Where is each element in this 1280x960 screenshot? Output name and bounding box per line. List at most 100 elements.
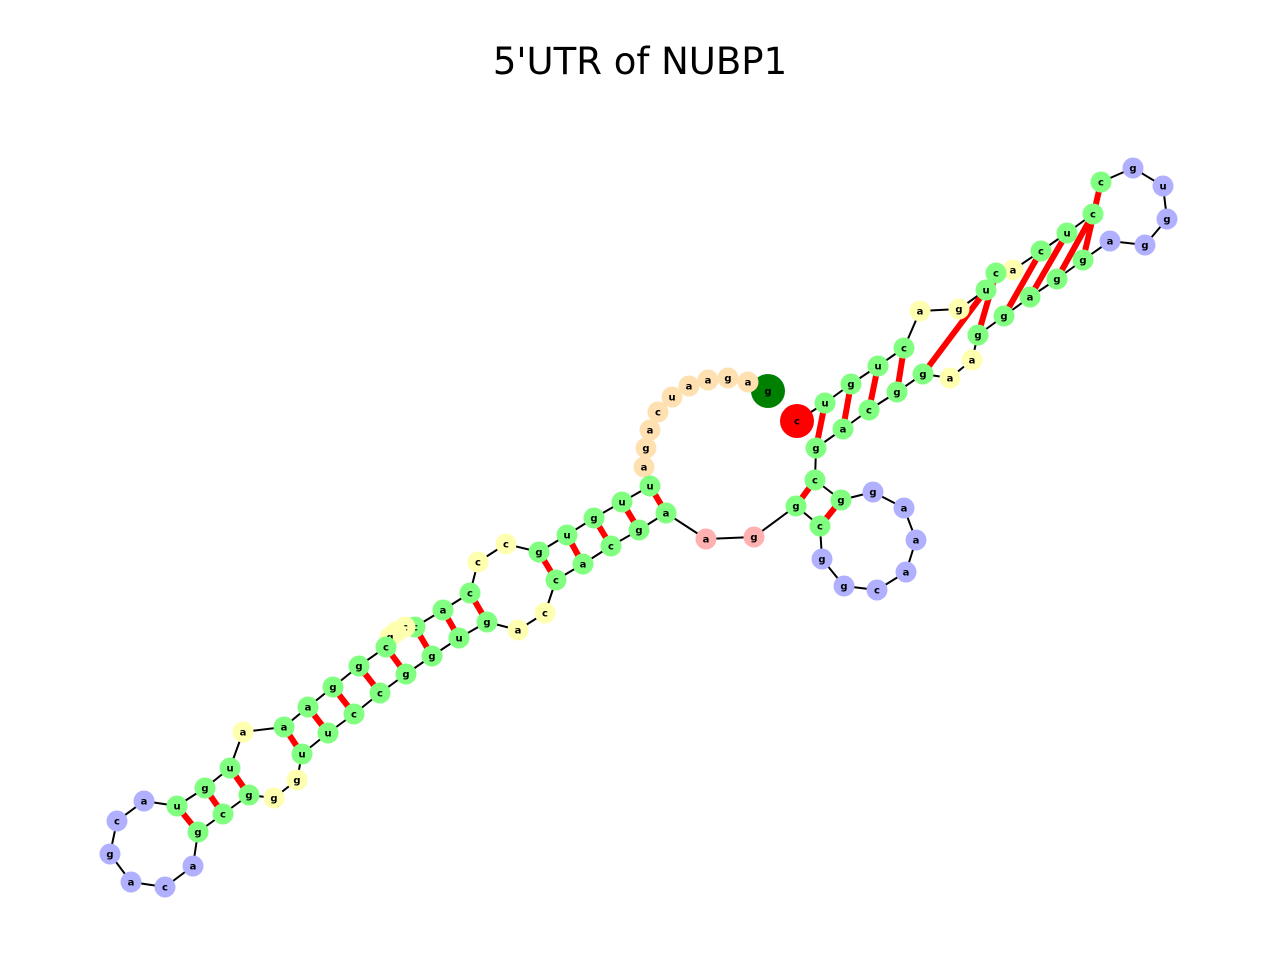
nucleotide-stem: u xyxy=(556,524,578,546)
nucleotide-node xyxy=(695,528,717,550)
nucleotide-node xyxy=(166,795,188,817)
nucleotide-node xyxy=(805,437,827,459)
nucleotide-node xyxy=(697,369,719,391)
nucleotide-label: g xyxy=(750,533,757,544)
nucleotide-label: g xyxy=(590,514,597,525)
nucleotide-stem: c xyxy=(212,803,234,825)
nucleotide-node xyxy=(187,821,209,843)
nucleotide-label: u xyxy=(646,482,653,493)
nucleotide-node xyxy=(1134,234,1156,256)
nucleotide-node xyxy=(263,787,285,809)
nucleotide-node xyxy=(375,636,397,658)
nucleotide-multi-loop: g xyxy=(743,526,765,548)
nucleotide-label: u xyxy=(618,498,625,509)
nucleotide-stem: g xyxy=(528,541,550,563)
nucleotide-label: c xyxy=(351,710,357,721)
nucleotide-node xyxy=(583,507,605,529)
nucleotide-label: c xyxy=(503,540,509,551)
nucleotide-node xyxy=(1072,249,1094,271)
nucleotide-stem: g xyxy=(912,363,934,385)
nucleotide-interior-loop: c xyxy=(467,551,489,573)
nucleotide-label: g xyxy=(642,444,649,455)
nucleotide-label: g xyxy=(483,618,490,629)
nucleotide-hairpin-loop: g xyxy=(1156,208,1178,230)
nucleotide-layer: gagaaucagauugugcccaccagcggaaauguacgacagc… xyxy=(99,157,1178,898)
nucleotide-label: g xyxy=(635,526,642,537)
nucleotide-stem: c xyxy=(459,582,481,604)
nucleotide-label: c xyxy=(542,609,548,620)
nucleotide-stem: a xyxy=(297,696,319,718)
nucleotide-label: u xyxy=(821,399,828,410)
nucleotide-label: c xyxy=(220,810,226,821)
nucleotide-node xyxy=(154,876,176,898)
nucleotide-label: g xyxy=(955,305,962,316)
nucleotide-node xyxy=(647,401,669,423)
nucleotide-node xyxy=(448,627,470,649)
nucleotide-label: u xyxy=(1159,182,1166,193)
nucleotide-stem: c xyxy=(1030,240,1052,262)
nucleotide-label: c xyxy=(794,417,800,428)
nucleotide-node xyxy=(291,743,313,765)
nucleotide-node xyxy=(832,418,854,440)
nucleotide-stem: c xyxy=(893,337,915,359)
nucleotide-label: g xyxy=(792,502,799,513)
nucleotide-label: g xyxy=(869,488,876,499)
nucleotide-node xyxy=(322,676,344,698)
nucleotide-node xyxy=(534,602,556,624)
nucleotide-stem: c xyxy=(804,469,826,491)
nucleotide-label: g xyxy=(1079,256,1086,267)
nucleotide-node xyxy=(678,375,700,397)
nucleotide-label: g xyxy=(402,670,409,681)
nucleotide-label: a xyxy=(1010,266,1017,277)
nucleotide-label: u xyxy=(226,764,233,775)
nucleotide-stem: c xyxy=(809,515,831,537)
nucleotide-node xyxy=(421,645,443,667)
nucleotide-label: c xyxy=(993,269,999,280)
nucleotide-stem: g xyxy=(830,489,852,511)
nucleotide-node xyxy=(886,381,908,403)
nucleotide-label: u xyxy=(455,634,462,645)
nucleotide-node xyxy=(212,803,234,825)
nucleotide-stem: a xyxy=(1019,286,1041,308)
nucleotide-node xyxy=(459,582,481,604)
nucleotide-label: g xyxy=(194,828,201,839)
nucleotide-node xyxy=(317,722,339,744)
nucleotide-label: a xyxy=(703,535,710,546)
nucleotide-label: a xyxy=(240,728,247,739)
nucleotide-stem: c xyxy=(369,682,391,704)
nucleotide-interior-loop: a xyxy=(909,300,931,322)
nucleotide-node xyxy=(219,757,241,779)
nucleotide-label: a xyxy=(969,356,976,367)
nucleotide-stem: u xyxy=(219,757,241,779)
nucleotide-label: g xyxy=(428,652,435,663)
nucleotide-label: g xyxy=(293,776,300,787)
nucleotide-hairpin-loop: g xyxy=(833,575,855,597)
nucleotide-node xyxy=(611,491,633,513)
nucleotide-stem: u xyxy=(448,627,470,649)
nucleotide-node xyxy=(804,469,826,491)
nucleotide-stem: u xyxy=(291,743,313,765)
nucleotide-node xyxy=(133,790,155,812)
nucleotide-five-prime-unpaired: g xyxy=(635,437,657,459)
nucleotide-label: g xyxy=(1000,312,1007,323)
nucleotide-label: g xyxy=(1053,275,1060,286)
nucleotide-label: a xyxy=(641,463,648,474)
nucleotide-node xyxy=(939,367,961,389)
nucleotide-stem: g xyxy=(583,507,605,529)
nucleotide-node xyxy=(1122,157,1144,179)
nucleotide-label: c xyxy=(162,883,168,894)
nucleotide-label: g xyxy=(919,370,926,381)
nucleotide-five-prime-unpaired: g xyxy=(717,367,739,389)
nucleotide-node xyxy=(785,495,807,517)
nucleotide-hairpin-loop: g xyxy=(862,481,884,503)
nucleotide-node xyxy=(343,703,365,725)
nucleotide-stem: g xyxy=(187,821,209,843)
nucleotide-label: u xyxy=(874,362,881,373)
nucleotide-node xyxy=(633,456,655,478)
nucleotide-label: a xyxy=(580,560,587,571)
nucleotide-label: c xyxy=(866,406,872,417)
nucleotide-node xyxy=(912,363,934,385)
nucleotide-stem: g xyxy=(886,381,908,403)
nucleotide-stem: c xyxy=(343,703,365,725)
nucleotide-label: a xyxy=(663,509,670,520)
